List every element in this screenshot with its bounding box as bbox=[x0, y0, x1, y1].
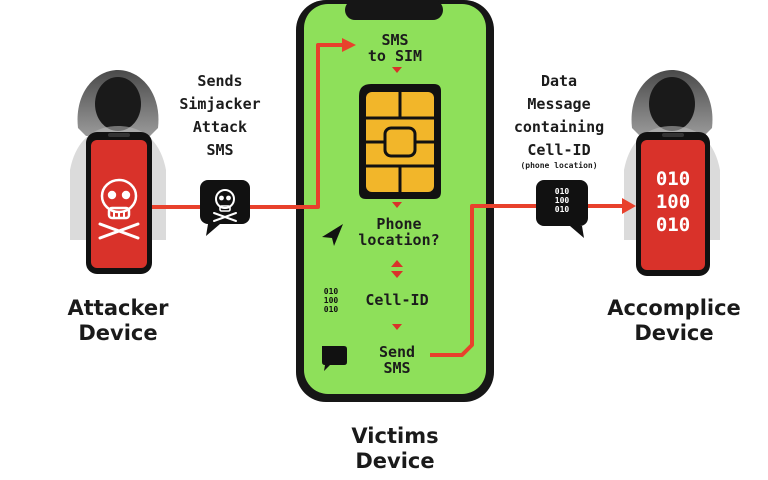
victim-title-line2: Device bbox=[355, 449, 435, 473]
attack-caption-line3: Attack bbox=[192, 118, 248, 136]
accomplice-phone bbox=[636, 132, 710, 276]
accomplice-title-line2: Device bbox=[634, 321, 714, 345]
sim-card-icon bbox=[359, 84, 441, 199]
step-sms-to-sim-line2: to SIM bbox=[367, 47, 423, 65]
data-caption-line3: containing bbox=[513, 118, 605, 136]
accomplice-device-title: Accomplice Device bbox=[598, 296, 750, 346]
screen-binary-line1: 010 bbox=[655, 168, 691, 190]
attacker-device-title: Attacker Device bbox=[48, 296, 188, 346]
step-sms-to-sim-line1: SMS bbox=[381, 31, 409, 49]
victim-binary-line3: 010 bbox=[323, 305, 339, 314]
attack-sms-caption: Sends Simjacker Attack SMS bbox=[160, 70, 280, 162]
accomplice-title-line1: Accomplice bbox=[607, 296, 741, 320]
step-location-line2: location? bbox=[358, 231, 440, 249]
step-send-sms: Send SMS bbox=[352, 344, 442, 376]
data-message-caption: Data Message containing Cell-ID bbox=[496, 70, 622, 162]
victim-binary-line2: 100 bbox=[323, 296, 339, 305]
data-caption-line4: Cell-ID bbox=[527, 141, 591, 159]
step-cell-id: Cell-ID bbox=[365, 291, 429, 309]
attack-sms-arrow bbox=[152, 38, 356, 209]
step-marker-4 bbox=[392, 324, 402, 330]
step-marker-3 bbox=[391, 260, 403, 278]
data-caption-line1: Data bbox=[540, 72, 578, 90]
data-caption-note: (phone location) bbox=[520, 161, 598, 170]
bubble-binary: 010 100 010 bbox=[540, 187, 584, 214]
bubble-binary-line3: 010 bbox=[554, 205, 570, 214]
step-send-line2: SMS bbox=[383, 359, 411, 377]
step-marker-2 bbox=[392, 202, 402, 208]
screen-binary-line2: 100 bbox=[655, 191, 691, 213]
step-marker-1 bbox=[392, 67, 402, 73]
chat-bubble-icon bbox=[322, 346, 347, 371]
victim-title-line1: Victims bbox=[351, 424, 439, 448]
attacker-title-line1: Attacker bbox=[67, 296, 169, 320]
accomplice-screen-binary: 010 100 010 bbox=[641, 168, 705, 237]
attack-caption-line2: Simjacker bbox=[179, 95, 261, 113]
victim-binary-icon: 010 100 010 bbox=[316, 287, 346, 314]
screen-binary-line3: 010 bbox=[655, 214, 691, 236]
data-caption-line2: Message bbox=[527, 95, 591, 113]
binary-message-icon bbox=[536, 180, 588, 238]
victim-binary-line1: 010 bbox=[323, 287, 339, 296]
step-sms-to-sim: SMS to SIM bbox=[345, 32, 445, 64]
attack-caption-line1: Sends bbox=[197, 72, 243, 90]
skull-icon bbox=[98, 178, 140, 240]
victim-device-title: Victims Device bbox=[330, 424, 460, 474]
location-arrow-icon bbox=[322, 224, 343, 246]
attacker-phone bbox=[86, 132, 152, 274]
step-location-line1: Phone bbox=[376, 215, 422, 233]
attack-caption-line4: SMS bbox=[206, 141, 234, 159]
attacker-title-line2: Device bbox=[78, 321, 158, 345]
bubble-binary-line2: 100 bbox=[554, 196, 570, 205]
step-phone-location: Phone location? bbox=[344, 216, 454, 248]
bubble-binary-line1: 010 bbox=[554, 187, 570, 196]
step-send-line1: Send bbox=[378, 343, 416, 361]
skull-message-icon bbox=[200, 180, 250, 236]
